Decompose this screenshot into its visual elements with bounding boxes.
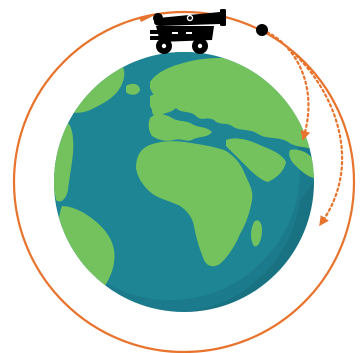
- orbit-arrow-icon: [139, 16, 153, 22]
- cannonball-icon: [256, 24, 268, 36]
- cannon-icon: [150, 9, 226, 54]
- earth-globe-icon: [40, 40, 314, 312]
